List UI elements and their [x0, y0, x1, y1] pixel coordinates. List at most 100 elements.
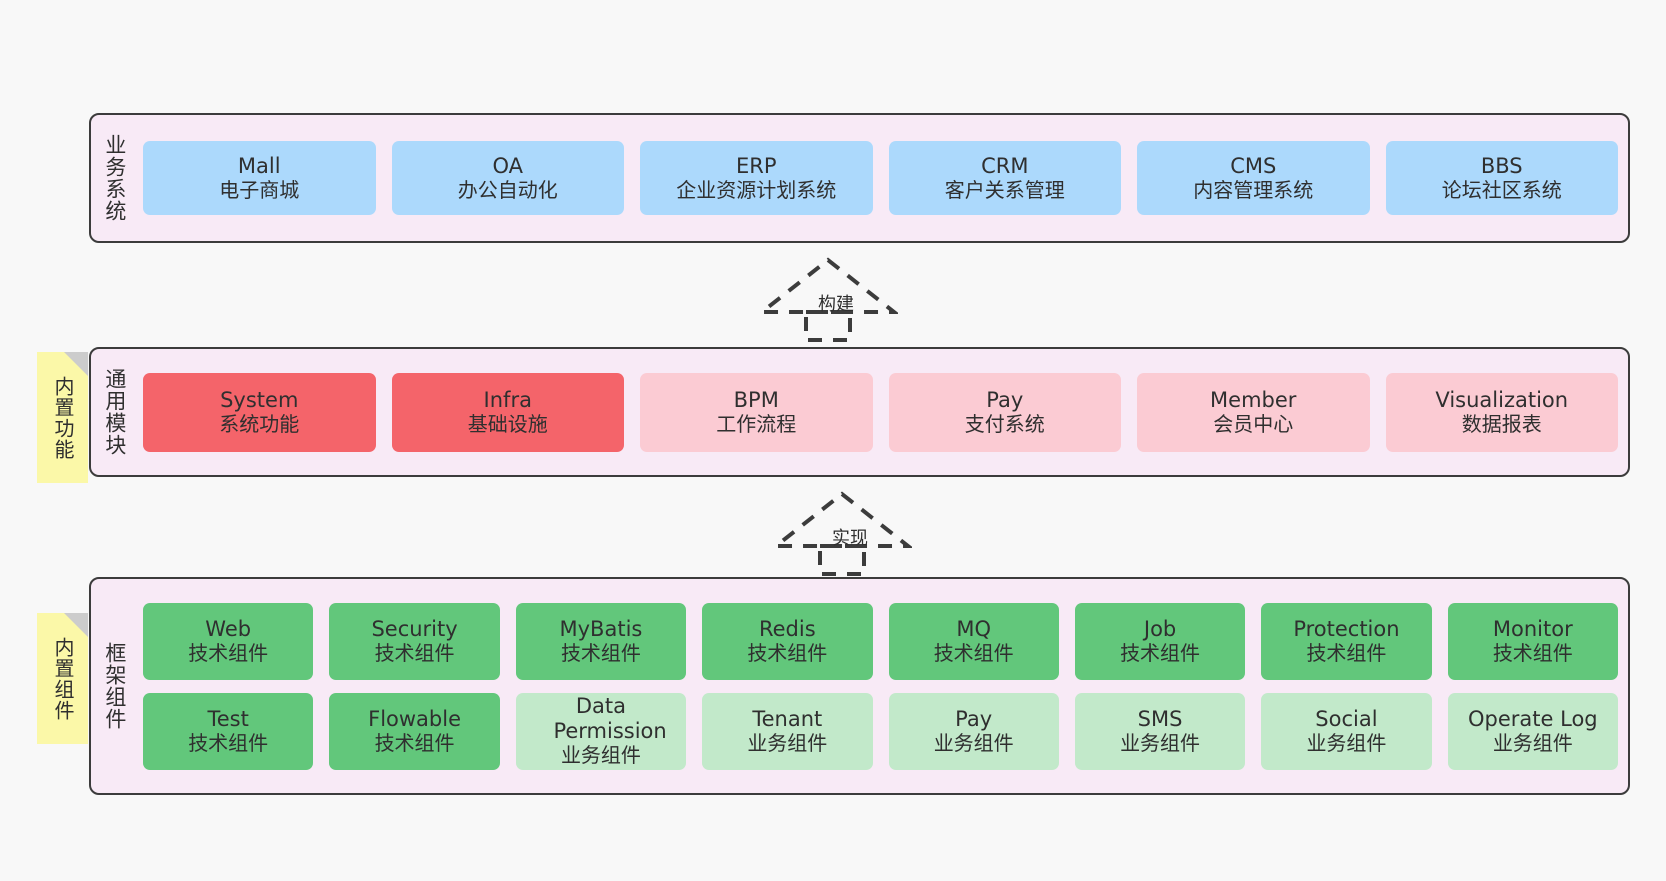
component-kind: 技术组件	[374, 730, 455, 755]
component-flowable[interactable]: Flowable 技术组件	[329, 692, 500, 770]
component-sms[interactable]: SMS 业务组件	[1074, 692, 1246, 770]
component-job[interactable]: Job 技术组件	[1074, 602, 1246, 680]
layer-row: Mall 电子商城 OA 办公自动化 ERP 企业资源计划系统 CRM 客户关系…	[143, 141, 1618, 215]
component-name: Operate Log	[1468, 706, 1598, 731]
module-desc: 数据报表	[1461, 411, 1542, 436]
module-name: Pay	[986, 387, 1024, 412]
component-name: Flowable	[368, 706, 461, 731]
module-desc: 办公自动化	[457, 177, 558, 202]
layer-title-framework-component: 框架组件	[102, 642, 127, 730]
component-name: Tenant	[752, 706, 823, 731]
module-bpm[interactable]: BPM 工作流程	[640, 372, 873, 452]
module-crm[interactable]: CRM 客户关系管理	[888, 141, 1121, 215]
module-name: CRM	[981, 153, 1029, 178]
module-desc: 内容管理系统	[1193, 177, 1314, 202]
module-erp[interactable]: ERP 企业资源计划系统	[640, 141, 873, 215]
component-name: Redis	[758, 616, 816, 641]
component-test[interactable]: Test 技术组件	[143, 692, 314, 770]
layer-title-common-module: 通用模块	[102, 368, 127, 456]
component-kind: 技术组件	[1120, 640, 1201, 665]
module-name: BBS	[1480, 153, 1523, 178]
component-monitor[interactable]: Monitor 技术组件	[1447, 602, 1618, 680]
component-name: Web	[205, 616, 252, 641]
component-name: Social	[1315, 706, 1378, 731]
module-desc: 系统功能	[219, 411, 300, 436]
component-name: MyBatis	[559, 616, 643, 641]
layer-body-common-module: System 系统功能 Infra 基础设施 BPM 工作流程 Pay 支付系统…	[137, 349, 1628, 475]
module-mall[interactable]: Mall 电子商城	[143, 141, 376, 215]
module-name: Mall	[237, 153, 281, 178]
implement-connector-label: 实现	[832, 528, 868, 549]
module-name: ERP	[735, 153, 777, 178]
component-kind: 技术组件	[747, 640, 828, 665]
module-desc: 工作流程	[716, 411, 797, 436]
component-kind: 技术组件	[1492, 640, 1573, 665]
module-system[interactable]: System 系统功能	[143, 372, 376, 452]
module-desc: 电子商城	[219, 177, 300, 202]
component-kind: 业务组件	[747, 730, 828, 755]
component-social[interactable]: Social 业务组件	[1261, 692, 1432, 770]
layer-title-business-system: 业务系统	[102, 134, 127, 222]
module-desc: 基础设施	[467, 411, 548, 436]
module-name: CMS	[1230, 153, 1277, 178]
component-data-permission[interactable]: Data Permission 业务组件	[515, 692, 687, 770]
module-pay[interactable]: Pay 支付系统	[888, 372, 1121, 452]
component-operate-log[interactable]: Operate Log 业务组件	[1447, 692, 1618, 770]
module-member[interactable]: Member 会员中心	[1137, 372, 1370, 452]
module-infra[interactable]: Infra 基础设施	[391, 372, 624, 452]
module-visualization[interactable]: Visualization 数据报表	[1385, 372, 1618, 452]
module-desc: 会员中心	[1213, 411, 1294, 436]
component-name: MQ	[956, 616, 992, 641]
module-name: Visualization	[1435, 387, 1569, 412]
module-name: System	[220, 387, 299, 412]
component-name: SMS	[1137, 706, 1183, 731]
component-tenant[interactable]: Tenant 业务组件	[702, 692, 873, 770]
component-kind: 技术组件	[374, 640, 455, 665]
module-desc: 支付系统	[964, 411, 1045, 436]
implement-connector	[772, 491, 912, 576]
layer-row: System 系统功能 Infra 基础设施 BPM 工作流程 Pay 支付系统…	[143, 372, 1618, 452]
module-desc: 论坛社区系统	[1441, 177, 1562, 202]
component-mq[interactable]: MQ 技术组件	[888, 602, 1059, 680]
module-cms[interactable]: CMS 内容管理系统	[1137, 141, 1370, 215]
component-name: Data Permission	[553, 694, 667, 744]
module-name: OA	[492, 153, 524, 178]
component-kind: 业务组件	[933, 730, 1014, 755]
layer-body-business-system: Mall 电子商城 OA 办公自动化 ERP 企业资源计划系统 CRM 客户关系…	[137, 115, 1628, 241]
module-desc: 企业资源计划系统	[676, 177, 837, 202]
component-mybatis[interactable]: MyBatis 技术组件	[515, 602, 687, 680]
module-desc: 客户关系管理	[944, 177, 1065, 202]
builtin-component-note[interactable]: 内置组件	[37, 613, 88, 744]
layer-body-framework-component: Web 技术组件 Security 技术组件 MyBatis 技术组件 Redi…	[137, 579, 1628, 793]
layer-row: Test 技术组件 Flowable 技术组件 Data Permission …	[143, 692, 1618, 770]
component-kind: 业务组件	[1492, 730, 1573, 755]
module-bbs[interactable]: BBS 论坛社区系统	[1385, 141, 1618, 215]
component-name: Protection	[1293, 616, 1400, 641]
note-fold-icon	[64, 613, 88, 637]
module-oa[interactable]: OA 办公自动化	[391, 141, 624, 215]
module-name: Member	[1210, 387, 1297, 412]
layer-common-module[interactable]: 通用模块 System 系统功能 Infra 基础设施 BPM 工作流程 Pay…	[89, 347, 1630, 477]
component-kind: 技术组件	[188, 730, 269, 755]
note-fold-icon	[64, 352, 88, 376]
module-name: Infra	[483, 387, 532, 412]
component-pay[interactable]: Pay 业务组件	[888, 692, 1059, 770]
component-protection[interactable]: Protection 技术组件	[1261, 602, 1432, 680]
component-kind: 技术组件	[1306, 640, 1387, 665]
layer-business-system[interactable]: 业务系统 Mall 电子商城 OA 办公自动化 ERP 企业资源计划系统 CRM…	[89, 113, 1630, 243]
module-name: BPM	[733, 387, 779, 412]
layer-framework-component[interactable]: 框架组件 Web 技术组件 Security 技术组件 MyBatis 技术组件…	[89, 577, 1630, 795]
component-name: Pay	[955, 706, 993, 731]
builtin-feature-note[interactable]: 内置功能	[37, 352, 88, 483]
layer-row: Web 技术组件 Security 技术组件 MyBatis 技术组件 Redi…	[143, 602, 1618, 680]
component-kind: 业务组件	[1306, 730, 1387, 755]
component-security[interactable]: Security 技术组件	[329, 602, 500, 680]
component-redis[interactable]: Redis 技术组件	[702, 602, 873, 680]
component-kind: 技术组件	[933, 640, 1014, 665]
build-connector	[758, 257, 898, 342]
note-text: 内置功能	[51, 375, 75, 460]
component-name: Job	[1143, 616, 1177, 641]
component-kind: 业务组件	[560, 742, 641, 767]
component-web[interactable]: Web 技术组件	[143, 602, 314, 680]
